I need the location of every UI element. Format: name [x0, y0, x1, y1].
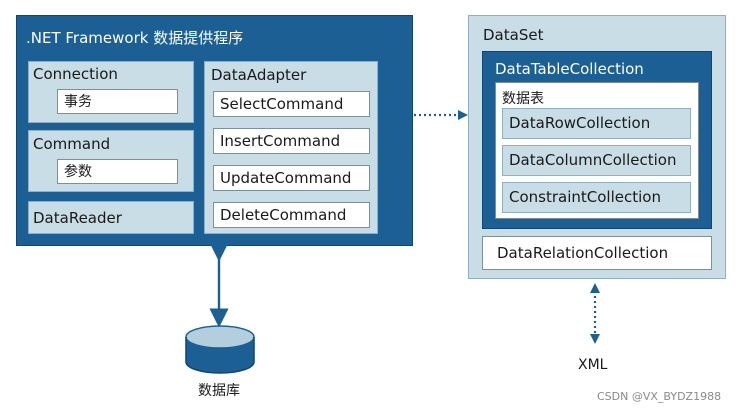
adapter-top-arrowhead: [379, 58, 388, 68]
database-cylinder: [185, 325, 255, 374]
insert-command-box: InsertCommand: [213, 128, 370, 154]
datarelationcollection-box: DataRelationCollection: [482, 236, 712, 270]
datatablecollection-label: DataTableCollection: [495, 60, 644, 78]
dataadapter-box: DataAdapter SelectCommand InsertCommand …: [204, 61, 378, 234]
update-command-label: UpdateCommand: [220, 169, 352, 187]
connection-label: Connection: [33, 65, 118, 83]
delete-command-label: DeleteCommand: [220, 206, 347, 224]
provider-title: .NET Framework 数据提供程序: [26, 29, 244, 47]
constraintcollection-box: ConstraintCollection: [502, 182, 691, 213]
xml-label: XML: [578, 357, 608, 373]
select-command-box: SelectCommand: [213, 91, 370, 117]
constraintcollection-label: ConstraintCollection: [509, 188, 661, 206]
datareader-box: DataReader: [28, 201, 194, 234]
datacolumncollection-label: DataColumnCollection: [509, 151, 677, 169]
command-box: Command 参数: [28, 130, 194, 192]
delete-command-box: DeleteCommand: [213, 202, 370, 228]
datacolumncollection-box: DataColumnCollection: [502, 145, 691, 176]
connection-transaction-label: 事务: [64, 94, 92, 110]
adapter-bracket: [386, 61, 400, 213]
datatable-label: 数据表: [502, 91, 544, 107]
command-parameters-label: 参数: [64, 164, 92, 180]
datarowcollection-label: DataRowCollection: [509, 114, 651, 132]
watermark: CSDN @VX_BYDZ1988: [597, 390, 722, 403]
command-parameters-box: 参数: [57, 159, 178, 184]
select-command-label: SelectCommand: [220, 95, 344, 113]
adapter-bottom-arrowhead: [379, 206, 388, 216]
dataset-xml-top-arrowhead: [590, 283, 600, 293]
dataset-arrowhead: [458, 110, 468, 120]
datarowcollection-box: DataRowCollection: [502, 108, 691, 139]
command-label: Command: [33, 135, 111, 153]
dataset-xml-bottom-arrowhead: [590, 334, 600, 344]
dataset-title: DataSet: [483, 26, 544, 44]
update-command-box: UpdateCommand: [213, 165, 370, 191]
insert-command-label: InsertCommand: [220, 132, 341, 150]
datareader-label: DataReader: [33, 209, 122, 227]
datarelationcollection-label: DataRelationCollection: [497, 244, 669, 262]
database-label: 数据库: [198, 383, 240, 399]
connection-transaction-box: 事务: [57, 89, 178, 114]
dataadapter-label: DataAdapter: [211, 66, 307, 84]
connection-box: Connection 事务: [28, 61, 194, 123]
